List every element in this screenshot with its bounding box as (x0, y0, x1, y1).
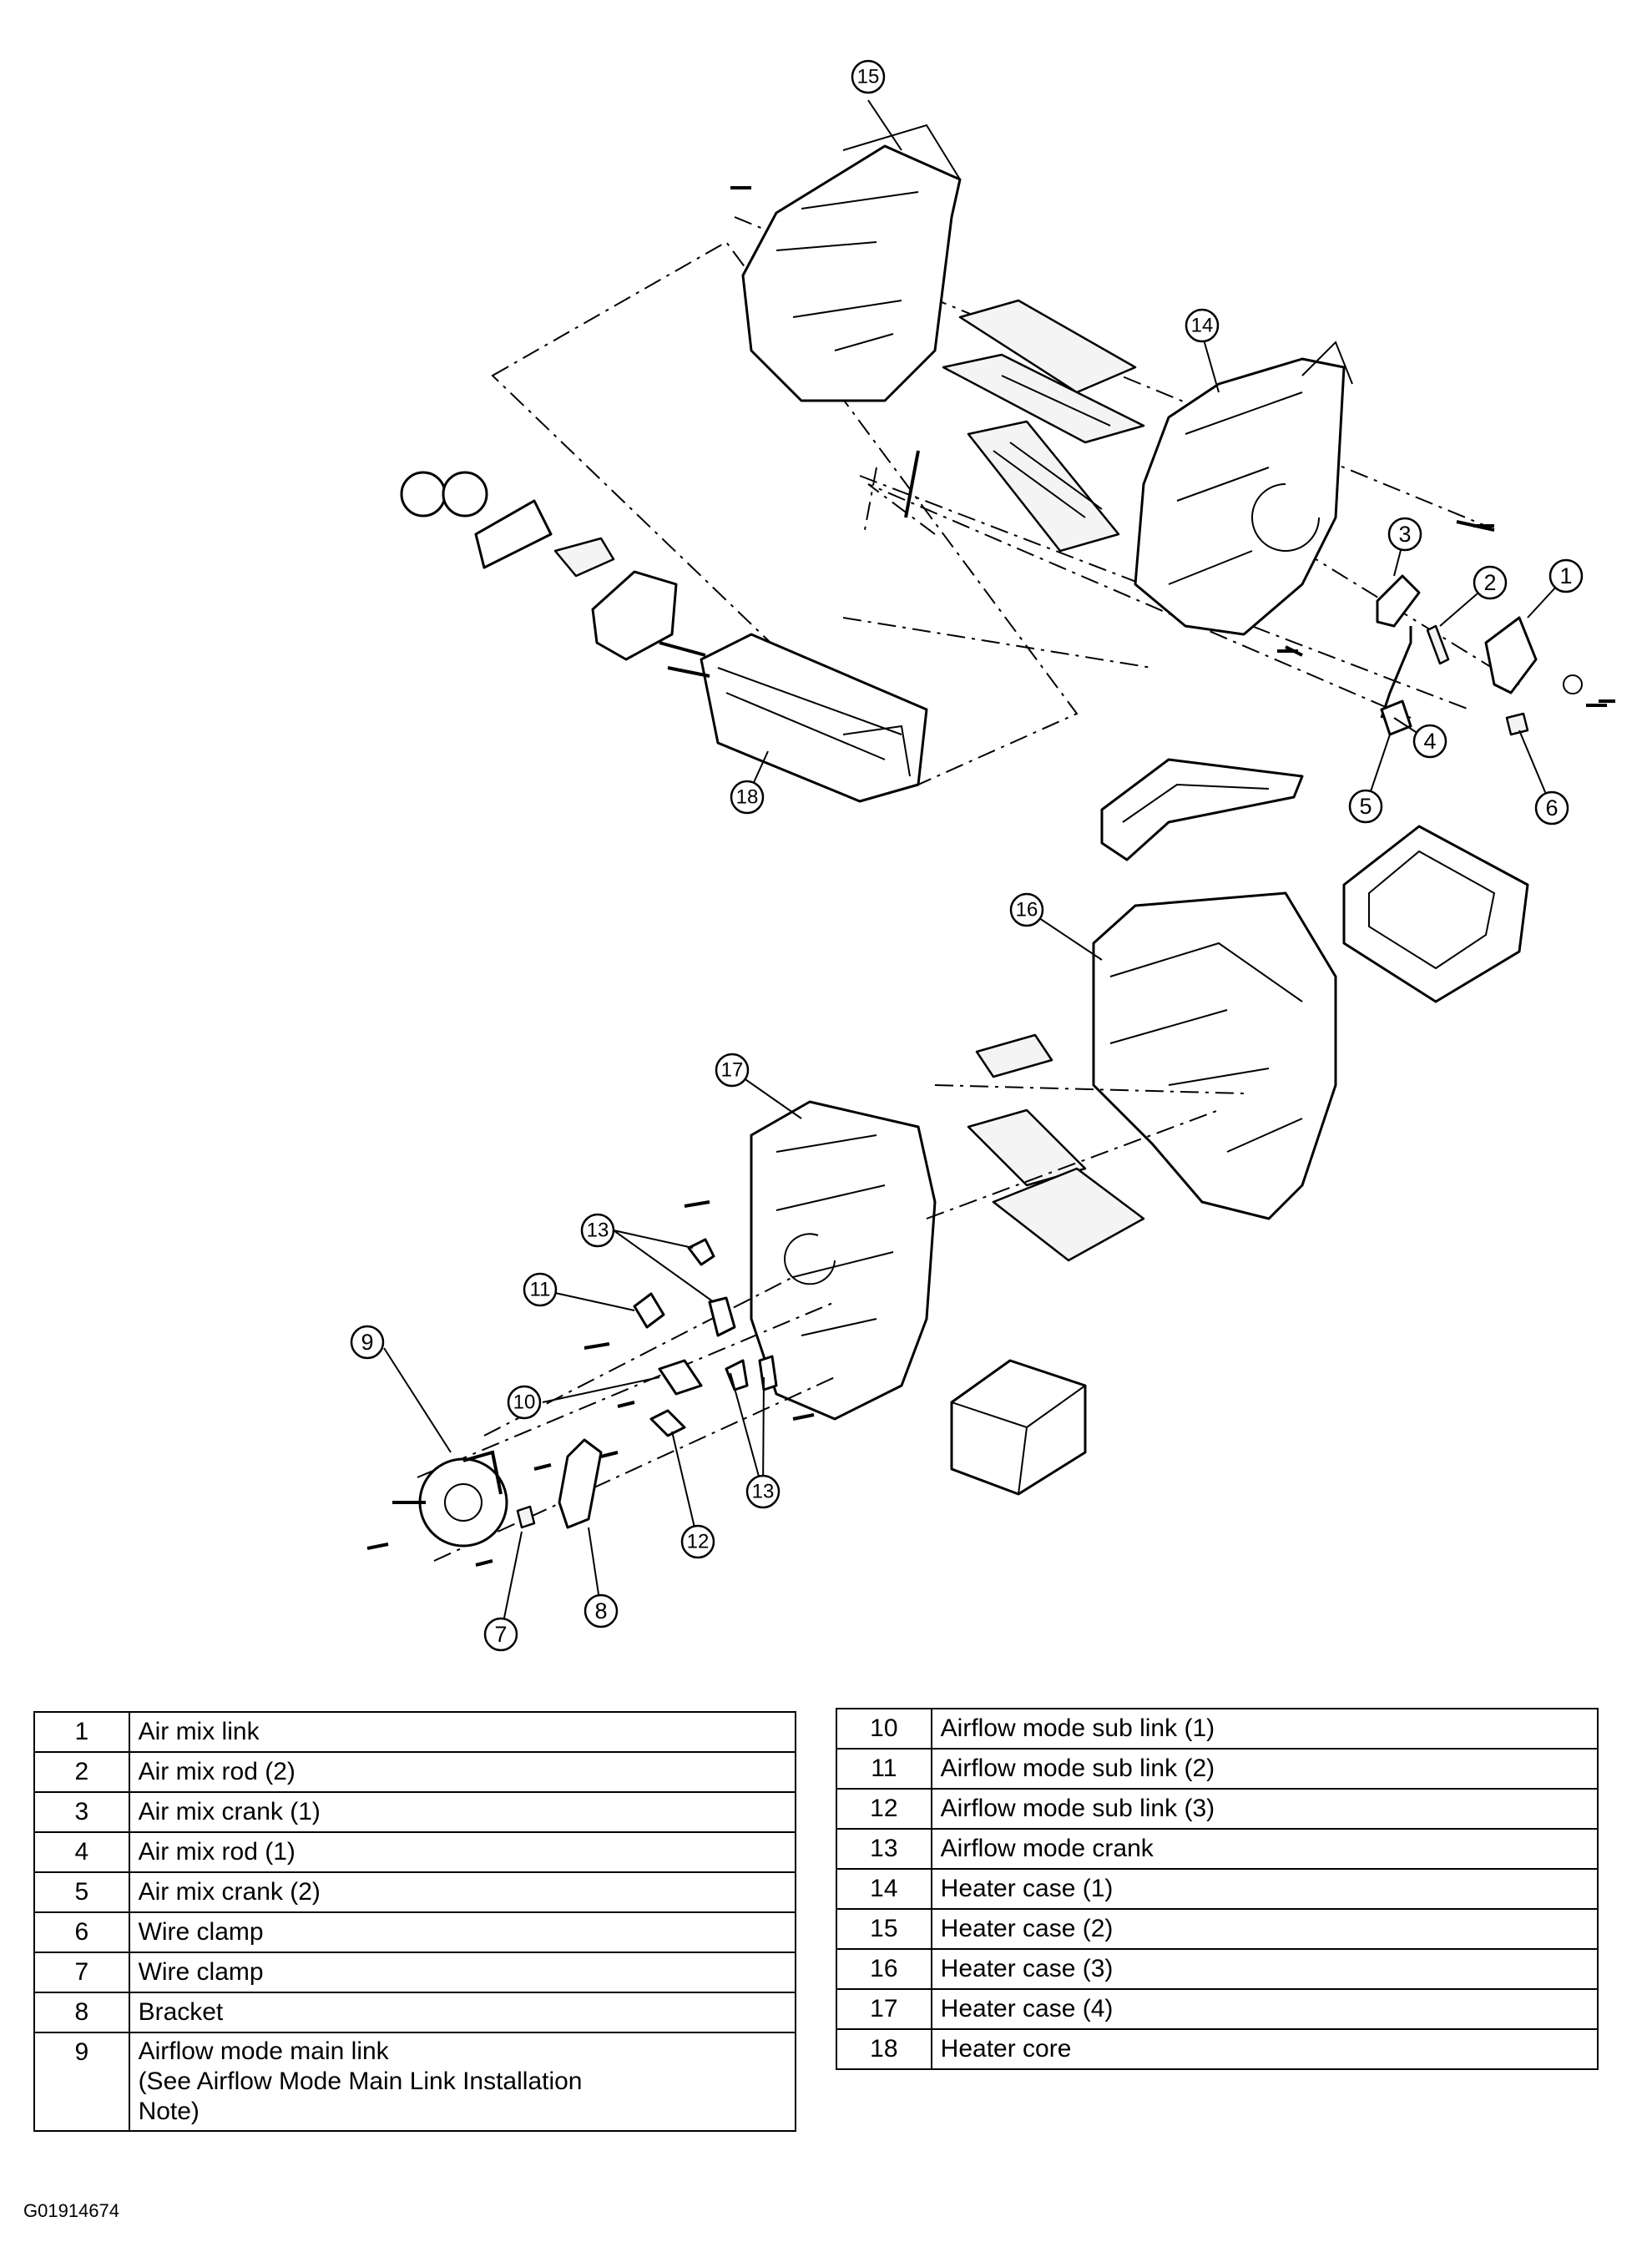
callout-16: 16 (1009, 892, 1044, 927)
svg-text:4: 4 (1423, 729, 1436, 754)
callout-7: 7 (483, 1617, 518, 1652)
callout-17: 17 (715, 1053, 750, 1088)
exploded-diagram: 1 2 3 4 5 6 7 8 9 10 11 12 13 13 14 15 1… (350, 59, 1615, 1652)
valve-block (591, 570, 678, 661)
airflow-mode-crank-c (725, 1359, 749, 1391)
wire-clamp-6-part (1505, 712, 1529, 736)
screws (366, 186, 1607, 1567)
svg-text:1: 1 (1559, 563, 1572, 588)
heater-core-part (700, 633, 928, 803)
air-mix-crank-2-part (1380, 699, 1412, 736)
figure-id: G01914674 (23, 2200, 119, 2221)
lower-door-1 (975, 1033, 1053, 1078)
airflow-mode-main-link-part (418, 1457, 508, 1548)
callout-2: 2 (1473, 565, 1508, 600)
svg-text:2: 2 (1483, 570, 1496, 595)
knob-1 (400, 471, 447, 518)
callout-10: 10 (507, 1385, 542, 1420)
airflow-mode-sub-link-3-part (649, 1409, 686, 1437)
svg-text:16: 16 (1016, 899, 1038, 922)
knob-2 (442, 471, 488, 518)
svg-text:13: 13 (587, 1219, 609, 1242)
airflow-mode-sub-link-1-part (658, 1359, 703, 1396)
airflow-mode-crank-a (687, 1238, 715, 1266)
gasket-top (1100, 758, 1304, 861)
gasket-right (1342, 825, 1529, 1003)
svg-text:5: 5 (1359, 794, 1372, 819)
svg-text:3: 3 (1398, 522, 1411, 547)
svg-text:18: 18 (736, 786, 759, 809)
heater-case-1-part (1134, 357, 1346, 636)
bracket-small (553, 537, 615, 578)
callout-3: 3 (1387, 517, 1422, 552)
air-mix-crank-1-part (1376, 574, 1421, 628)
air-mix-link-part (1484, 616, 1538, 694)
callout-1: 1 (1548, 558, 1584, 593)
svg-text:11: 11 (530, 1279, 551, 1301)
alignment-lines-lower (417, 1084, 1245, 1562)
callout-18: 18 (730, 780, 765, 815)
svg-text:17: 17 (721, 1059, 744, 1082)
svg-text:14: 14 (1191, 315, 1214, 337)
lower-door-2 (967, 1108, 1087, 1187)
callout-13-top: 13 (580, 1213, 615, 1248)
callout-5: 5 (1348, 789, 1383, 824)
svg-text:15: 15 (857, 66, 880, 88)
callout-4: 4 (1412, 724, 1447, 759)
wire-clamp-7-part (516, 1505, 536, 1529)
lower-door-3 (992, 1167, 1145, 1262)
callout-14: 14 (1185, 308, 1220, 343)
airflow-mode-crank-d (758, 1355, 778, 1391)
heater-case-3-part (1092, 891, 1337, 1220)
bracket-part (558, 1438, 603, 1529)
callout-9: 9 (350, 1325, 385, 1360)
callout-13-bottom: 13 (745, 1474, 781, 1509)
svg-text:6: 6 (1545, 795, 1558, 821)
callout-11: 11 (523, 1272, 558, 1307)
svg-text:9: 9 (361, 1330, 373, 1355)
airflow-mode-crank-b (708, 1296, 736, 1337)
svg-text:12: 12 (687, 1531, 710, 1553)
svg-text:13: 13 (752, 1481, 775, 1503)
heater-case-2-part (741, 144, 962, 402)
mounting-plate (474, 499, 553, 569)
svg-text:10: 10 (513, 1391, 536, 1414)
airflow-mode-sub-link-2-part (633, 1292, 665, 1329)
mode-door-upper (958, 299, 1137, 394)
callout-8: 8 (584, 1593, 619, 1628)
blower-box (950, 1359, 1087, 1496)
svg-text:8: 8 (594, 1598, 607, 1623)
heater-case-4-part (750, 1100, 937, 1421)
air-mix-rod-2-part (1426, 624, 1450, 665)
callout-6: 6 (1534, 790, 1569, 826)
callout-15: 15 (851, 59, 886, 94)
mode-door-middle (942, 353, 1145, 444)
callout-12: 12 (680, 1524, 715, 1559)
svg-text:7: 7 (494, 1622, 507, 1647)
